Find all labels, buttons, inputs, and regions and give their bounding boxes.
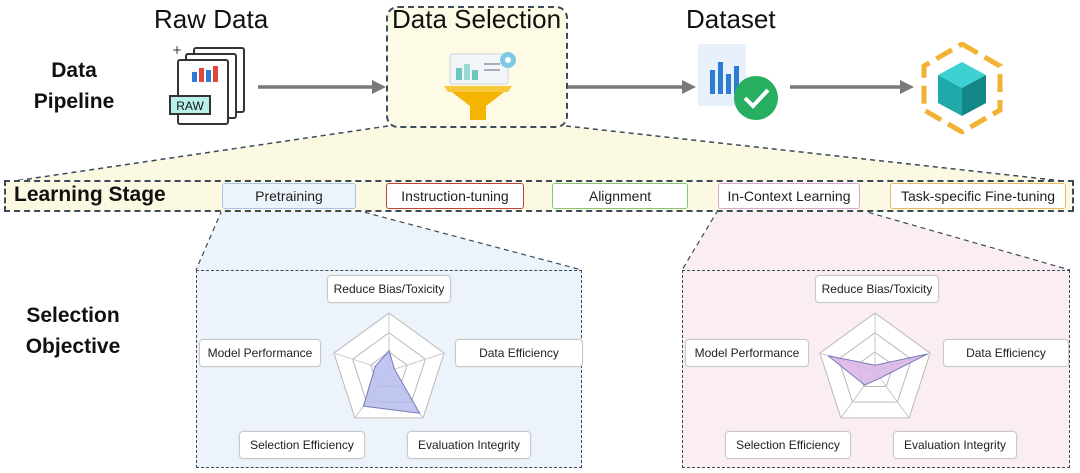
objective-reduce-bias: Reduce Bias/Toxicity xyxy=(815,275,939,303)
selection-to-stage-funnel xyxy=(8,126,1072,182)
objective-data-efficiency: Data Efficiency xyxy=(943,339,1069,367)
objective-evaluation-integrity: Evaluation Integrity xyxy=(893,431,1017,459)
svg-text:RAW: RAW xyxy=(176,99,204,113)
objective-selection-efficiency: Selection Efficiency xyxy=(725,431,851,459)
pipeline-arrow-1 xyxy=(258,80,386,94)
objective-evaluation-integrity: Evaluation Integrity xyxy=(407,431,531,459)
objective-selection-efficiency: Selection Efficiency xyxy=(239,431,365,459)
radar-axis xyxy=(874,370,910,419)
objective-model-performance: Model Performance xyxy=(199,339,321,367)
selection-objective-label: Selection Objective xyxy=(25,304,121,358)
raw-documents-icon: RAW + xyxy=(169,43,245,125)
icl-funnel xyxy=(682,210,1070,270)
model-cube-icon xyxy=(921,42,1003,134)
radar-grid-ring xyxy=(838,332,912,403)
data-selection-title: Data Selection xyxy=(392,4,562,34)
pretraining-funnel xyxy=(196,210,582,270)
stage-task-specific-fine-tuning: Task-specific Fine-tuning xyxy=(890,183,1066,209)
stage-alignment: Alignment xyxy=(552,183,688,209)
selection-funnel-icon xyxy=(444,52,516,120)
pipeline-arrow-3 xyxy=(790,80,914,94)
dataset-title: Dataset xyxy=(686,4,776,34)
raw-data-title: Raw Data xyxy=(154,4,269,34)
data-pipeline-label: Data Pipeline xyxy=(33,59,115,113)
svg-text:+: + xyxy=(172,43,182,57)
dataset-check-icon xyxy=(698,44,778,120)
icl-objective-panel: Reduce Bias/Toxicity Data Efficiency Eva… xyxy=(682,270,1070,468)
objective-reduce-bias: Reduce Bias/Toxicity xyxy=(327,275,451,303)
radar-value-shape xyxy=(362,349,421,414)
stage-pretraining: Pretraining xyxy=(222,183,356,209)
radar-value-shape xyxy=(827,353,928,386)
stage-in-context-learning: In-Context Learning xyxy=(718,183,860,209)
radar-axis xyxy=(388,352,445,372)
objective-data-efficiency: Data Efficiency xyxy=(455,339,583,367)
pipeline-arrow-2 xyxy=(568,80,696,94)
stage-instruction-tuning: Instruction-tuning xyxy=(386,183,524,209)
icl-radar xyxy=(819,312,931,419)
objective-model-performance: Model Performance xyxy=(685,339,809,367)
pretraining-radar xyxy=(333,312,445,419)
pretraining-objective-panel: Reduce Bias/Toxicity Data Efficiency Eva… xyxy=(196,270,583,468)
learning-stage-label: Learning Stage xyxy=(14,183,166,206)
